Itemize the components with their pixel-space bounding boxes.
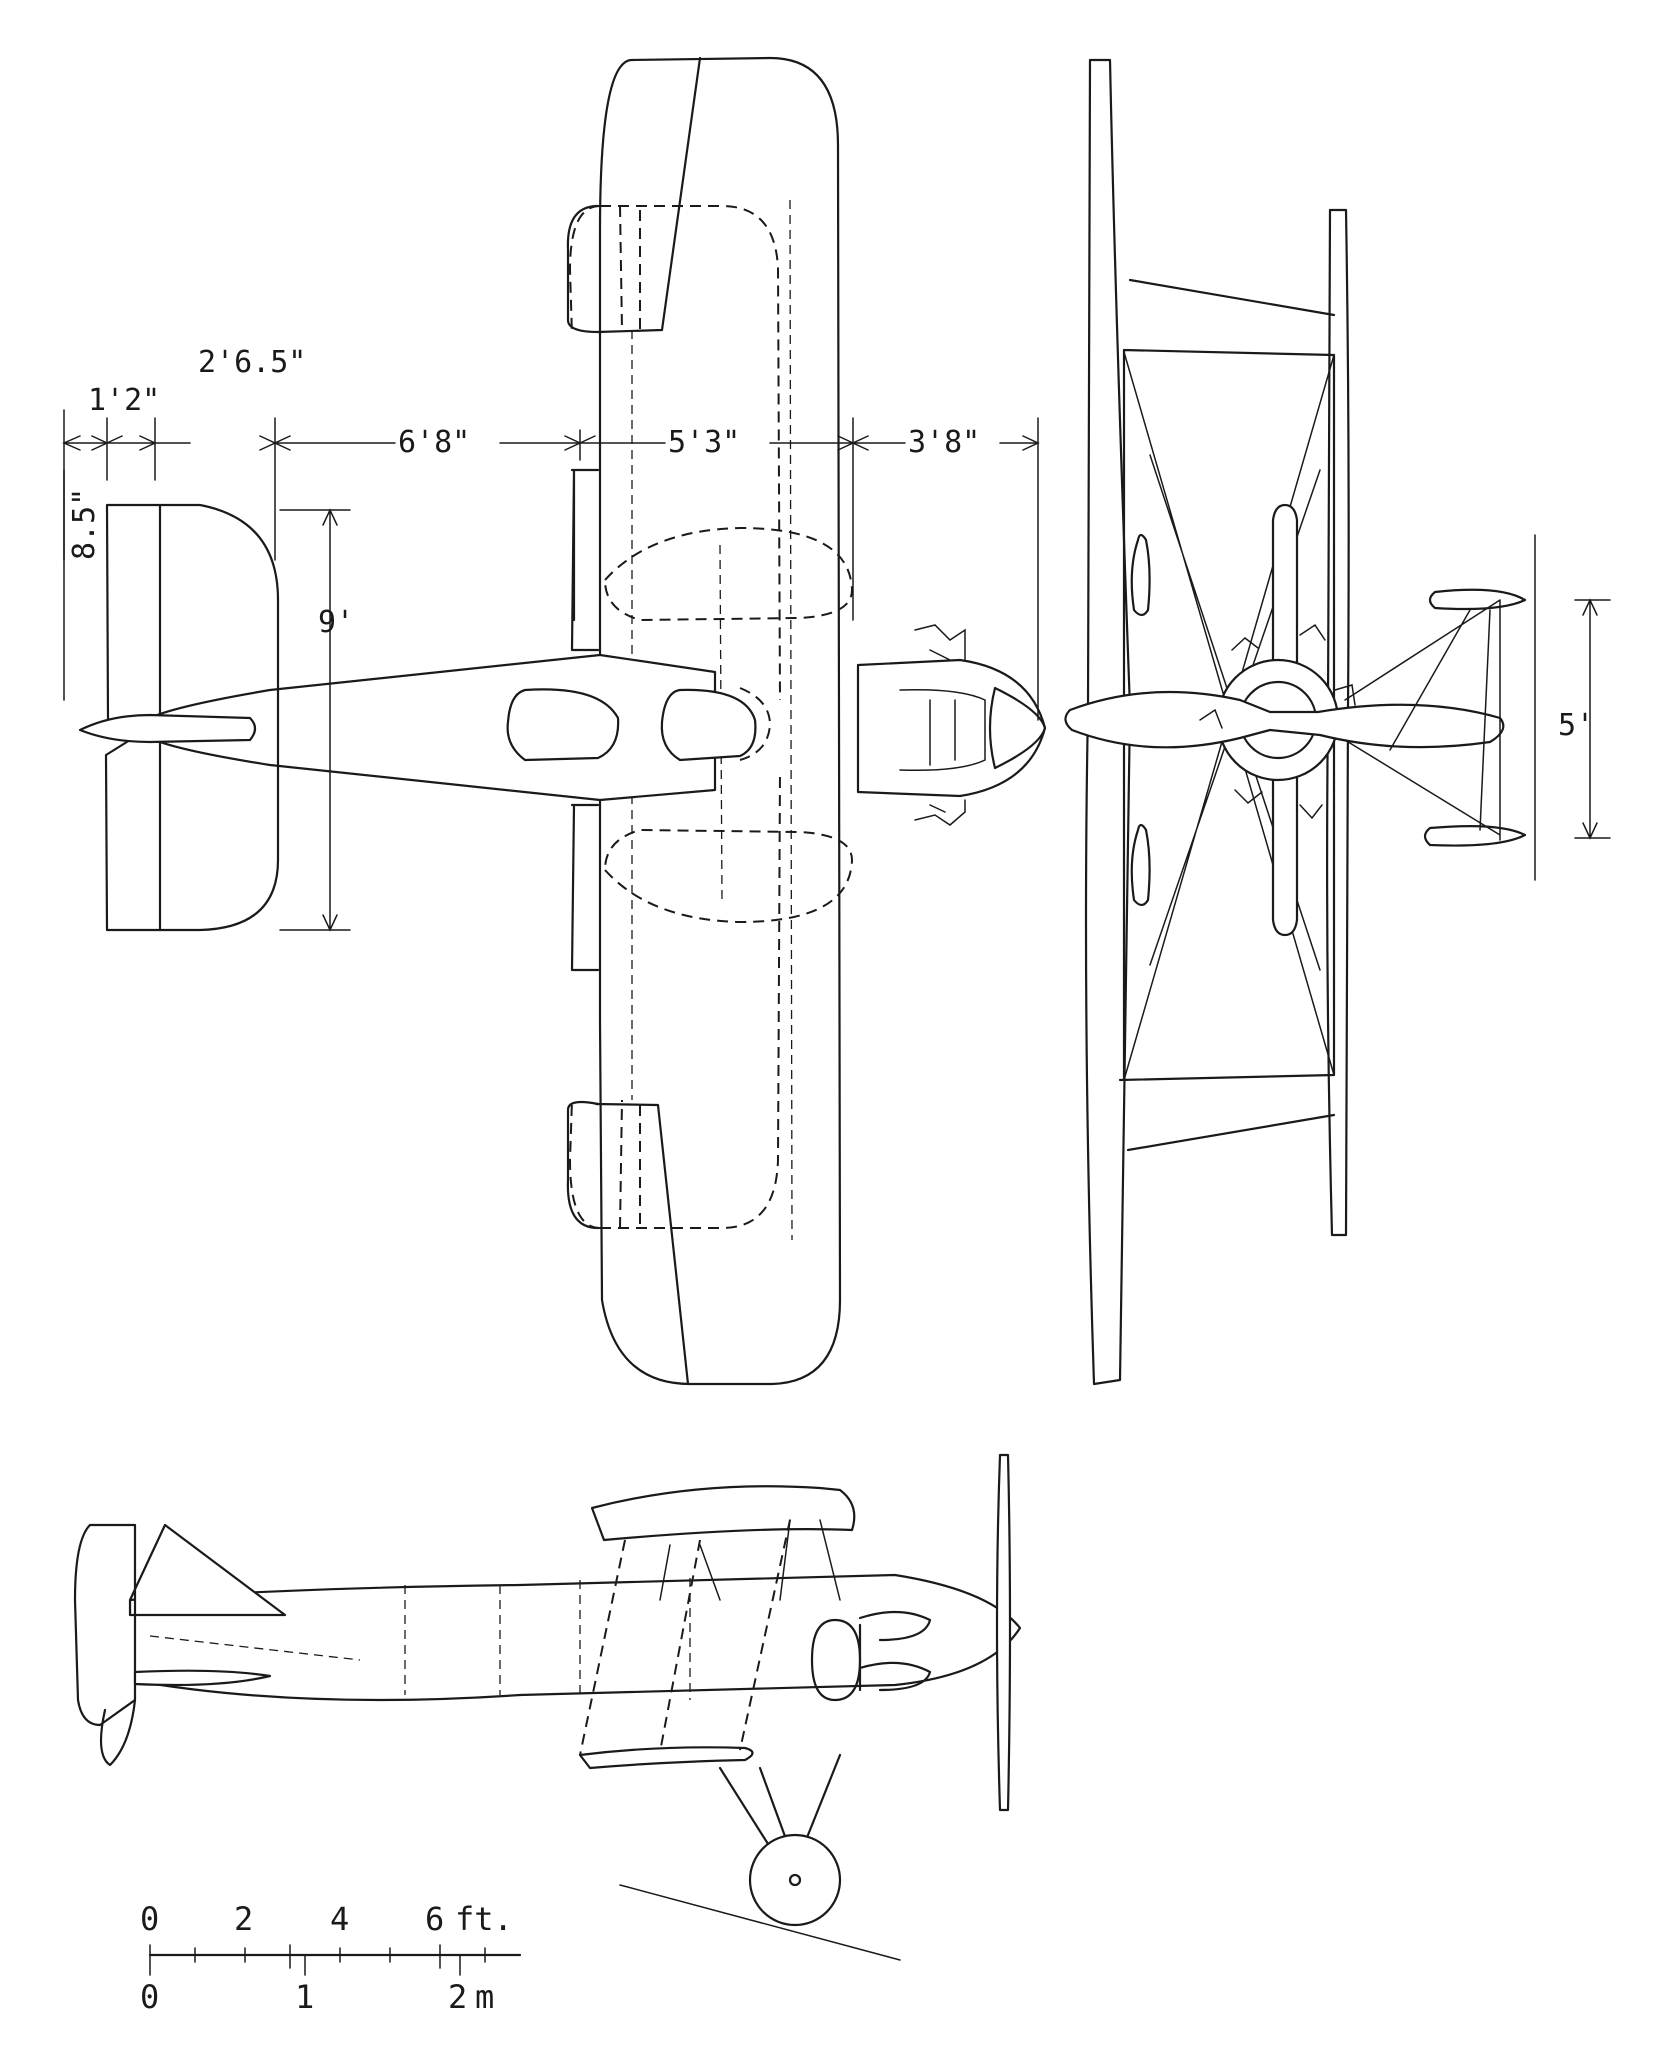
bottom-aileron	[594, 1102, 690, 1386]
engine-cowl	[856, 658, 1047, 798]
scale-ft-unit: ft.	[455, 1900, 513, 1938]
plan-dimensions: 1'2" 2'6.5" 6'8" 5'3" 3'8" 9' 8.5"	[62, 345, 1040, 932]
scale-ft-0: 0	[140, 1900, 159, 1938]
dim-tail-span	[279, 508, 351, 932]
scale-m-unit: m	[475, 1978, 494, 2016]
lower-wing-top-dashed	[568, 205, 781, 701]
scale-bar: 0 2 4 6 ft. 0 1 2 m	[140, 1900, 522, 2016]
dim-label-fuselage-aft: 6'8"	[398, 425, 470, 460]
cylinder-heads-front	[1199, 623, 1356, 820]
dim-label-tail-chord-total: 2'6.5"	[198, 345, 306, 380]
dim-arrows-top	[62, 435, 1040, 451]
scale-ft-6: 6	[425, 1900, 444, 1938]
dim-label-track: 5'	[1558, 708, 1594, 743]
lower-wing-left-edge-top	[570, 468, 600, 652]
scale-m-0: 0	[140, 1978, 159, 2016]
upper-wing-side	[590, 1485, 856, 1542]
lower-wing-tip-bottom	[566, 1100, 600, 1230]
front-view: 5'	[1064, 58, 1611, 1386]
scale-ft-2: 2	[234, 1900, 253, 1938]
dim-track	[1534, 534, 1611, 881]
fin-rudder	[73, 1523, 287, 1727]
spar-dashed	[631, 199, 793, 1241]
engine-cylinders	[914, 624, 966, 826]
cowl-slots	[899, 688, 986, 772]
wheel-hub-side	[788, 1873, 802, 1887]
plan-view	[78, 56, 1047, 1386]
side-view	[73, 1453, 1022, 1961]
lower-wing-left-edge-bottom	[570, 803, 600, 972]
dim-label-wing-chord: 5'3"	[668, 425, 740, 460]
cabane-struts	[659, 1519, 841, 1601]
lower-wing-tip-top	[566, 204, 600, 334]
fin-plan	[78, 713, 257, 744]
dim-label-tail-chord-small: 1'2"	[88, 383, 160, 418]
internal-frames-dashed	[149, 1578, 691, 1700]
fuselage-side	[128, 1573, 1022, 1702]
lower-wing-side	[578, 1746, 754, 1770]
gear-struts-front	[1344, 599, 1501, 841]
spinner	[988, 686, 1047, 770]
scale-m-2: 2	[448, 1978, 467, 2016]
tailplane-side	[133, 1669, 272, 1687]
lower-wing-bottom-dashed	[568, 769, 781, 1229]
root-fairing-top	[603, 526, 854, 622]
root-fairing-bottom	[603, 828, 854, 924]
propeller-front	[1064, 690, 1505, 749]
dim-label-tail-depth: 8.5"	[67, 488, 102, 560]
wheel-side	[748, 1833, 842, 1927]
engine-oval-side	[810, 1618, 862, 1702]
dim-label-nose: 3'8"	[908, 425, 980, 460]
scale-m-1: 1	[295, 1978, 314, 2016]
scale-bar-ticks	[149, 1944, 486, 1976]
top-aileron	[596, 56, 702, 334]
radiator-ovals-front	[1130, 533, 1151, 907]
tail-skid	[99, 1698, 137, 1767]
interplane-struts	[1118, 278, 1336, 1152]
dim-label-tail-span: 9'	[318, 605, 354, 640]
cockpit-rear	[506, 688, 620, 762]
propeller-side	[995, 1453, 1012, 1812]
upper-wing-outline	[598, 56, 842, 1386]
scale-ft-4: 4	[330, 1900, 349, 1938]
cockpit-front	[660, 688, 757, 762]
interplane-struts-side	[579, 1519, 791, 1756]
ground-line	[619, 1884, 901, 1961]
horizontal-tail-outline	[104, 503, 280, 932]
